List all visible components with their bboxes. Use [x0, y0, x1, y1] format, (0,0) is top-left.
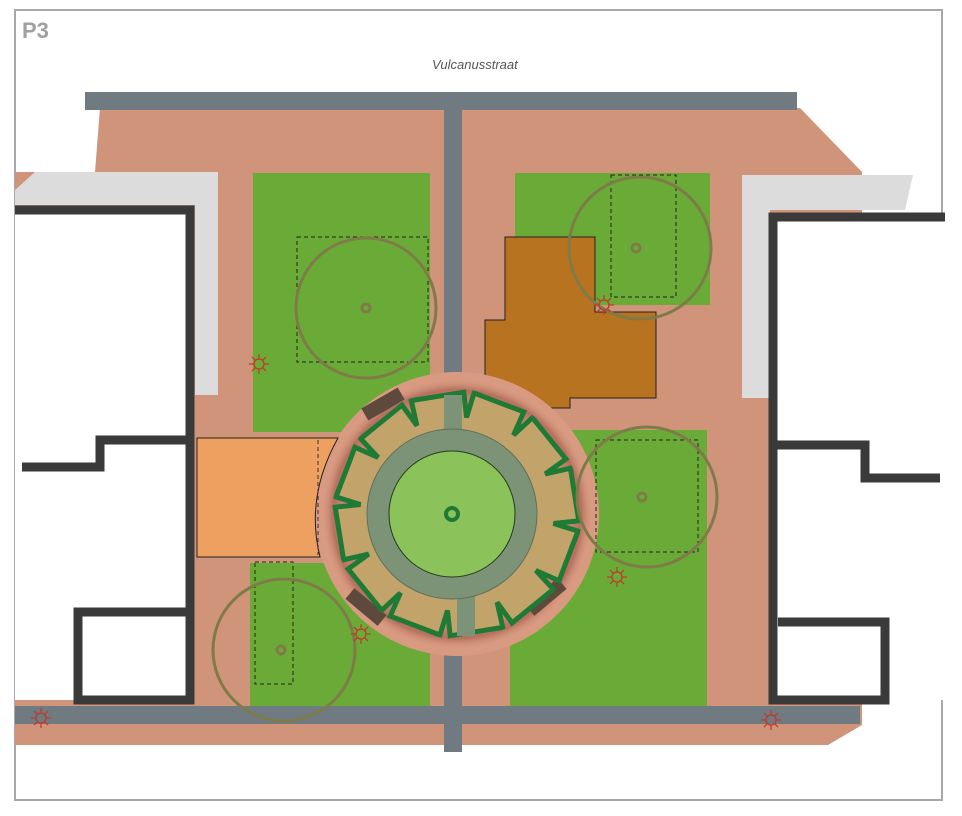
- tree-trunk: [636, 491, 648, 503]
- tree-crown: [211, 577, 357, 723]
- pavement-right: [742, 175, 913, 398]
- lamp-icon: [761, 710, 781, 730]
- bench: [361, 387, 405, 421]
- building-outlines: [15, 205, 945, 705]
- tree-pit: [610, 174, 677, 298]
- lamp-icon: [249, 354, 269, 374]
- building-left-outline: [15, 205, 195, 705]
- building-left-wall: [22, 435, 190, 472]
- plaza-center-marker: [444, 506, 460, 522]
- lamp-icon: [594, 295, 614, 315]
- building-right-wall: [773, 440, 940, 483]
- tree-pit: [254, 561, 294, 685]
- road-bottom: [15, 706, 860, 724]
- tree-crown: [567, 175, 713, 321]
- street-lamps: [31, 295, 781, 730]
- plan-id-label: P3: [22, 18, 49, 43]
- peach-area: [196, 437, 339, 558]
- tree-crown: [294, 236, 438, 380]
- building-right: [773, 217, 945, 700]
- tree-crown: [575, 425, 719, 569]
- street-name-label: Vulcanusstraat: [432, 57, 518, 72]
- lamp-icon: [607, 567, 627, 587]
- trees: [211, 175, 719, 723]
- tree-trunk: [360, 302, 372, 314]
- plaza-path-south: [457, 590, 475, 636]
- plaza-lawn: [388, 450, 516, 578]
- lamp-icon: [351, 624, 371, 644]
- tree-pit: [595, 439, 699, 553]
- pavement-left: [15, 172, 218, 395]
- tree-trunk: [630, 242, 642, 254]
- building-right-outline: [768, 212, 945, 705]
- lamp-icon: [31, 708, 51, 728]
- road-top: [85, 92, 797, 110]
- building-orange: [484, 236, 657, 409]
- tree-trunk: [275, 644, 287, 656]
- bench: [345, 588, 387, 626]
